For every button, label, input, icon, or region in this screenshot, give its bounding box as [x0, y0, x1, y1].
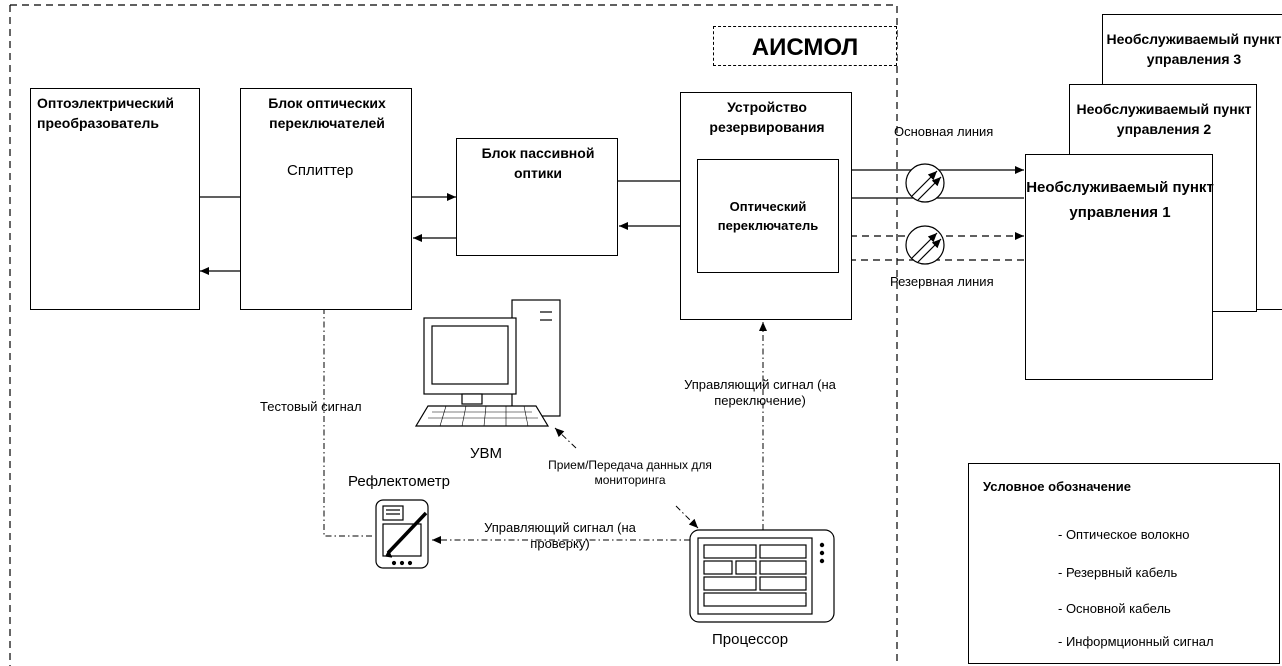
control-switch-label: Управляющий сигнал (на переключение)	[684, 377, 836, 408]
main-line-fiber-icon	[905, 163, 945, 203]
reservation-device-block: Устройство резервирования Оптический пер…	[680, 92, 852, 320]
legend-item-info: - Информционный сигнал	[1058, 634, 1214, 649]
optical-switch-block: Оптический переключатель	[697, 159, 839, 273]
node-1-title: Необслуживаемый пункт управления 1	[1026, 179, 1214, 221]
system-title-box: АИСМОЛ	[713, 26, 897, 66]
passive-optics-title: Блок пассивной оптики	[481, 145, 595, 181]
legend-item-main: - Основной кабель	[1058, 601, 1171, 616]
optoelectric-block: Оптоэлектрический преобразователь	[30, 88, 200, 310]
node-2-title: Необслуживаемый пункт управления 2	[1076, 101, 1252, 137]
optical-switch-title: Оптический переключатель	[717, 199, 819, 233]
passive-optics-block: Блок пассивной оптики	[456, 138, 618, 256]
optoelectric-title: Оптоэлектрический преобразователь	[37, 95, 175, 131]
data-to-processor-arrow	[675, 505, 699, 529]
control-check-label: Управляющий сигнал (на проверку)	[484, 520, 636, 551]
reservation-device-title: Устройство резервирования	[709, 99, 825, 135]
reflectometer-icon	[375, 499, 429, 569]
optical-switches-title: Блок оптических переключателей	[268, 95, 386, 131]
splitter-label: Сплиттер	[287, 162, 354, 179]
legend-item-reserve: - Резервный кабель	[1058, 565, 1178, 580]
legend-box: Условное обозначение	[968, 463, 1280, 664]
legend-item-fiber: - Оптическое волокно	[1058, 527, 1190, 542]
legend-title: Условное обозначение	[983, 479, 1131, 494]
computer-label: УВМ	[470, 445, 503, 462]
node-1-block: Необслуживаемый пункт управления 1	[1025, 154, 1214, 380]
processor-label: Процессор	[712, 631, 789, 648]
system-boundary	[9, 4, 898, 666]
reflectometer-label: Рефлектометр	[348, 473, 450, 490]
main-line-label: Основная линия	[894, 124, 994, 139]
processor-icon	[689, 529, 835, 623]
optical-switches-block: Блок оптических переключателей Сплиттер	[240, 88, 412, 310]
reserve-line-label: Резервная линия	[890, 274, 994, 289]
data-exchange-label: Прием/Передача данных для мониторинга	[548, 458, 712, 487]
computer-icon	[414, 299, 561, 427]
data-to-computer-arrow	[554, 427, 577, 449]
test-signal-label: Тестовый сигнал	[260, 399, 362, 414]
node-3-title: Необслуживаемый пункт управления 3	[1106, 31, 1282, 67]
system-title: АИСМОЛ	[751, 34, 859, 61]
reserve-line-fiber-icon	[905, 225, 945, 265]
